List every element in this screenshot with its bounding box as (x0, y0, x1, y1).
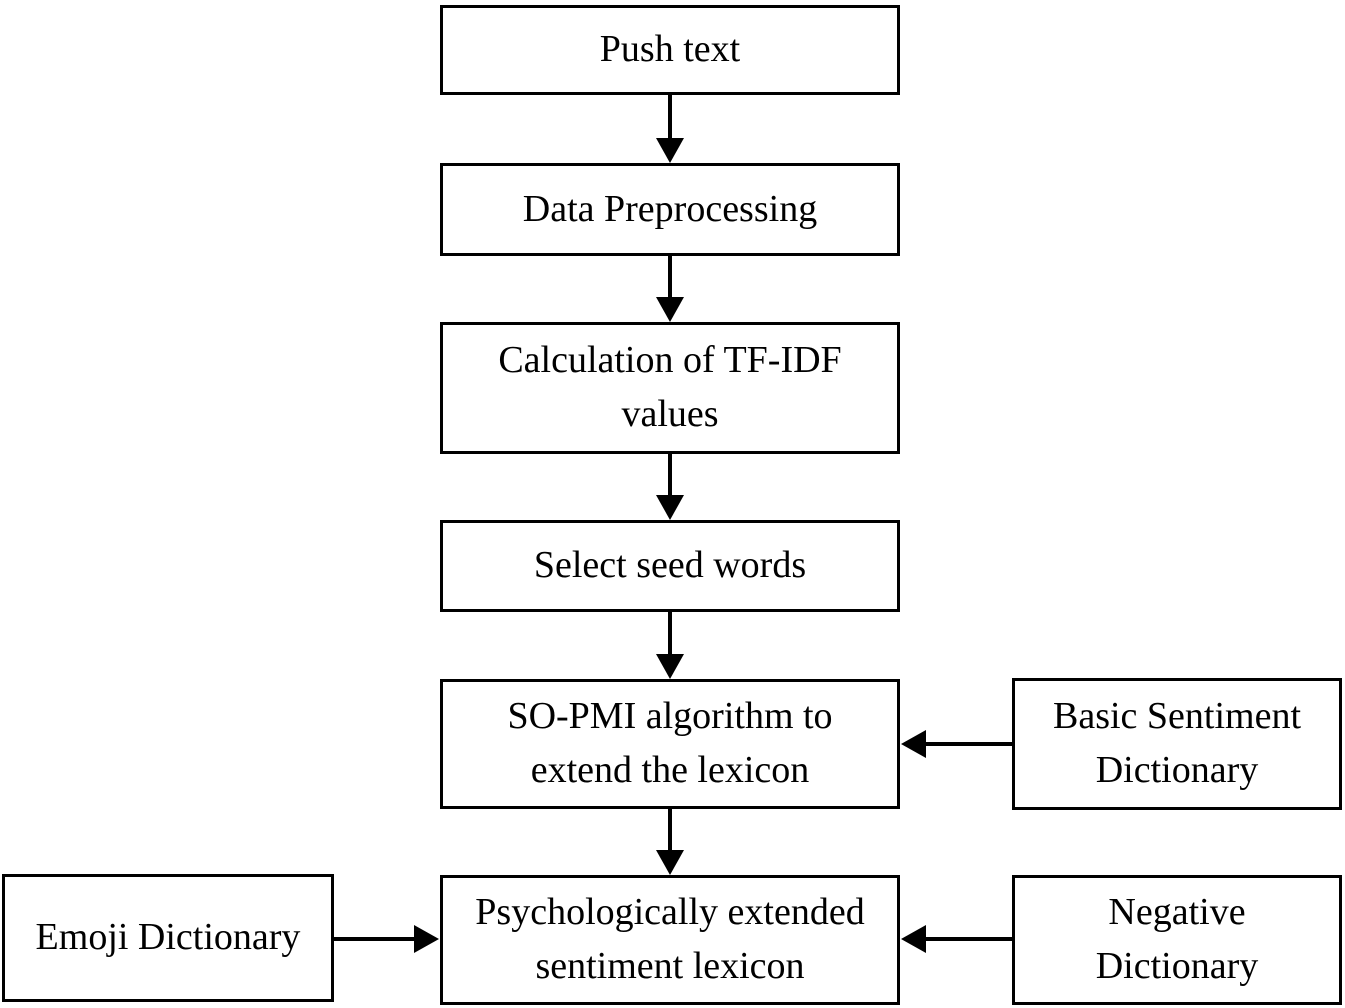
node-basic-sentiment-dictionary: Basic Sentiment Dictionary (1012, 678, 1342, 810)
arrow-basic-dictionary-to-sopmi (901, 730, 1012, 758)
node-select-seed-words: Select seed words (440, 520, 900, 612)
arrow-sopmi-to-psych-lexicon (656, 809, 684, 875)
node-psych-extended-lexicon: Psychologically extended sentiment lexic… (440, 875, 900, 1005)
node-sopmi-algorithm: SO-PMI algorithm to extend the lexicon (440, 679, 900, 809)
node-tfidf-calculation: Calculation of TF-IDF values (440, 322, 900, 454)
arrow-tfidf-to-seed-words (656, 454, 684, 520)
node-emoji-dictionary: Emoji Dictionary (2, 874, 334, 1002)
arrow-preprocessing-to-tfidf (656, 256, 684, 322)
arrow-push-to-preprocessing (656, 95, 684, 163)
arrow-seed-words-to-sopmi (656, 612, 684, 679)
arrow-emoji-dictionary-to-psych-lexicon (334, 925, 439, 953)
node-push-text: Push text (440, 5, 900, 95)
arrow-negative-dictionary-to-psych-lexicon (901, 925, 1012, 953)
node-negative-dictionary: Negative Dictionary (1012, 875, 1342, 1005)
node-data-preprocessing: Data Preprocessing (440, 163, 900, 256)
